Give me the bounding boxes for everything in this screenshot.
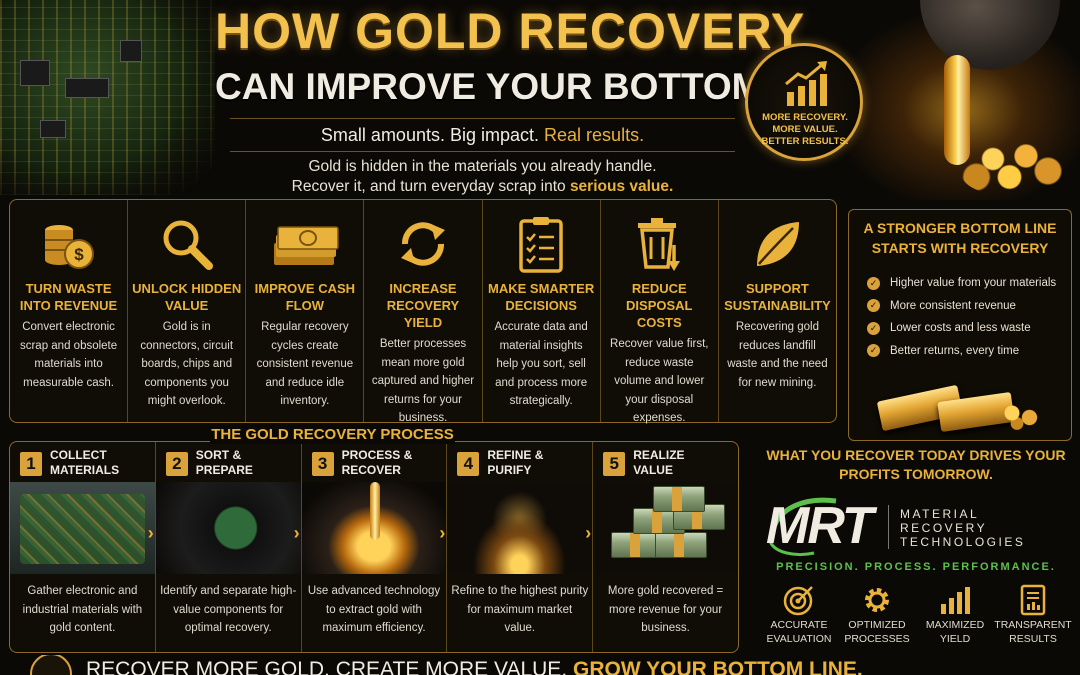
process-step: 2 SORT & PREPARE Identify and separate h… — [155, 442, 302, 652]
circuit-tray-image — [10, 482, 155, 574]
company-logo: MRT MATERIAL RECOVERY TECHNOLOGIES — [766, 495, 1066, 561]
process-step: 5 REALIZE VALUE More gold recovered = mo… — [593, 442, 738, 652]
benefits-panel: $ TURN WASTE INTO REVENUE Convert electr… — [9, 199, 837, 424]
circuit-board-photo — [0, 0, 215, 195]
benefit-card: IMPROVE CASH FLOW Regular recovery cycle… — [246, 200, 365, 422]
magnifier-icon — [163, 220, 213, 270]
chevron-right-icon: › — [147, 523, 154, 543]
growth-chart-icon — [785, 61, 827, 106]
gear-icon — [865, 588, 889, 612]
cash-stacks-image — [593, 482, 738, 574]
molten-gold-image — [301, 482, 447, 574]
swoosh-icon — [768, 497, 837, 556]
process-step: 4 REFINE & PURIFY Refine to the highest … — [447, 442, 594, 652]
chevron-right-icon: › — [293, 523, 300, 543]
gold-bars-icon — [30, 655, 72, 675]
process-panel: 1 COLLECT MATERIALS Gather electronic an… — [9, 441, 739, 653]
gold-nuggets-image — [960, 135, 1070, 195]
benefit-card: REDUCE DISPOSAL COSTS Recover value firs… — [601, 200, 719, 424]
feature-list: ACCURATE EVALUATION OPTIMIZED PROCESSES … — [760, 582, 1072, 652]
bar-chart-icon — [941, 587, 970, 614]
cycle-arrows-icon — [400, 222, 445, 266]
check-icon: ✓ — [867, 299, 880, 313]
feature-item: OPTIMIZED PROCESSES — [838, 582, 916, 652]
chevron-right-icon: › — [585, 523, 592, 543]
feature-item: MAXIMIZED YIELD — [916, 582, 994, 652]
results-badge: MORE RECOVERY. MORE VALUE. BETTER RESULT… — [745, 43, 863, 161]
gold-bars-image — [876, 365, 1047, 437]
page-title: HOW GOLD RECOVERY — [215, 3, 806, 59]
list-item: ✓Higher value from your materials — [867, 272, 1071, 295]
intro-text: Gold is hidden in the materials you alre… — [291, 158, 674, 195]
refining-sparks-image — [447, 482, 593, 574]
company-slogan: PRECISION. PROCESS. PERFORMANCE. — [776, 561, 1056, 573]
benefit-card: UNLOCK HIDDEN VALUE Gold is in connector… — [128, 200, 247, 422]
page-subtitle: CAN IMPROVE YOUR BOTTOM LINE — [215, 66, 858, 107]
benefit-card: SUPPORT SUSTAINABILITY Recovering gold r… — [719, 200, 836, 422]
sorting-hands-image — [155, 482, 301, 574]
list-item: ✓More consistent revenue — [867, 295, 1071, 318]
process-title: THE GOLD RECOVERY PROCESS — [210, 426, 455, 444]
footer-banner: RECOVER MORE GOLD. CREATE MORE VALUE. GR… — [0, 655, 1080, 675]
chevron-right-icon: › — [439, 523, 446, 543]
process-step: 1 COLLECT MATERIALS Gather electronic an… — [10, 442, 156, 652]
profits-statement: WHAT YOU RECOVER TODAY DRIVES YOUR PROFI… — [766, 447, 1066, 482]
checklist-icon — [519, 217, 563, 273]
bottom-line-panel: A STRONGER BOTTOM LINE STARTS WITH RECOV… — [848, 209, 1072, 441]
check-icon: ✓ — [867, 276, 880, 290]
tagline: Small amounts. Big impact. Real results. — [230, 118, 735, 152]
trash-down-icon — [638, 218, 681, 271]
benefit-card: $ TURN WASTE INTO REVENUE Convert electr… — [10, 200, 129, 422]
feature-item: TRANSPARENT RESULTS — [994, 582, 1072, 652]
benefit-card: INCREASE RECOVERY YIELD Better processes… — [364, 200, 483, 424]
process-step: 3 PROCESS & RECOVER Use advanced technol… — [301, 442, 448, 652]
cash-stack-icon — [273, 226, 339, 265]
list-item: ✓Better returns, every time — [867, 340, 1071, 363]
benefit-card: MAKE SMARTER DECISIONS Accurate data and… — [483, 200, 601, 422]
molten-gold-pour-photo — [820, 0, 1080, 200]
check-icon: ✓ — [867, 321, 880, 335]
feature-item: ACCURATE EVALUATION — [760, 582, 838, 652]
coins-dollar-icon: $ — [44, 225, 94, 269]
report-icon — [1020, 584, 1046, 616]
target-icon — [783, 586, 813, 616]
check-icon: ✓ — [867, 344, 880, 358]
list-item: ✓Lower costs and less waste — [867, 317, 1071, 340]
leaf-icon — [757, 222, 800, 266]
company-name: MATERIAL RECOVERY TECHNOLOGIES — [900, 507, 1026, 549]
svg-text:$: $ — [74, 245, 84, 264]
